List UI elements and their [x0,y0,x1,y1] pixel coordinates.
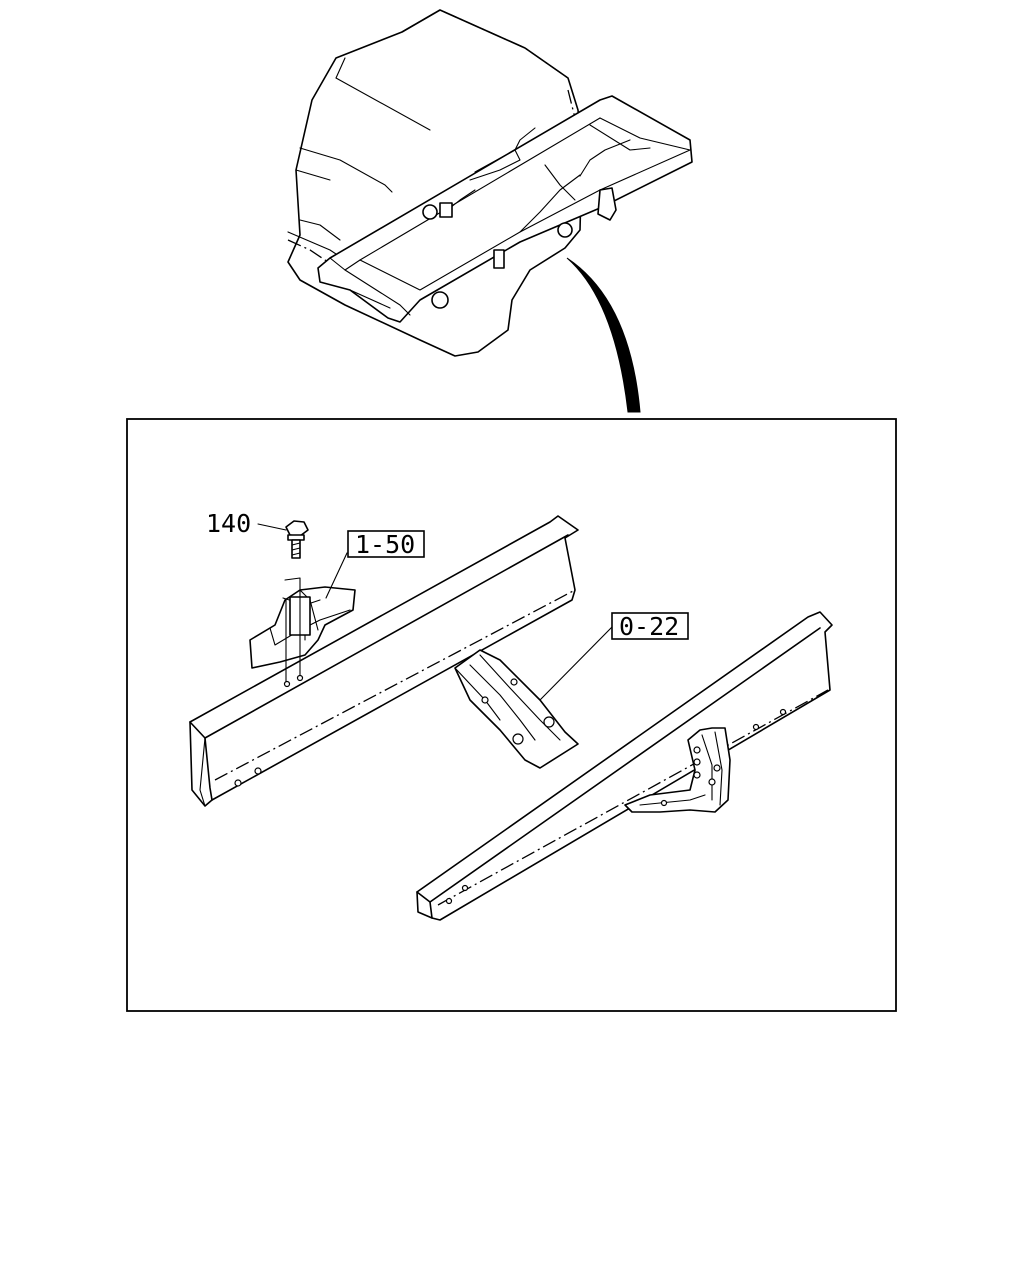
reference-label-1-50: 1-50 [355,530,415,559]
mount-bracket [249,577,356,688]
flange-bolt-icon [285,520,309,559]
detail-pointer-arrow [566,257,641,413]
part-number-label[interactable]: 140 [206,509,251,538]
frame-rails-detail [189,515,833,921]
reference-box-1-50[interactable]: 1-50 [347,530,425,559]
detail-frame [126,418,897,1012]
truck-cab-overview [287,9,693,357]
reference-box-0-22[interactable]: 0-22 [611,612,689,641]
reference-label-0-22: 0-22 [619,612,679,641]
leader-0-22 [539,626,613,701]
leader-1-50 [325,552,348,599]
leader-140 [257,523,287,531]
